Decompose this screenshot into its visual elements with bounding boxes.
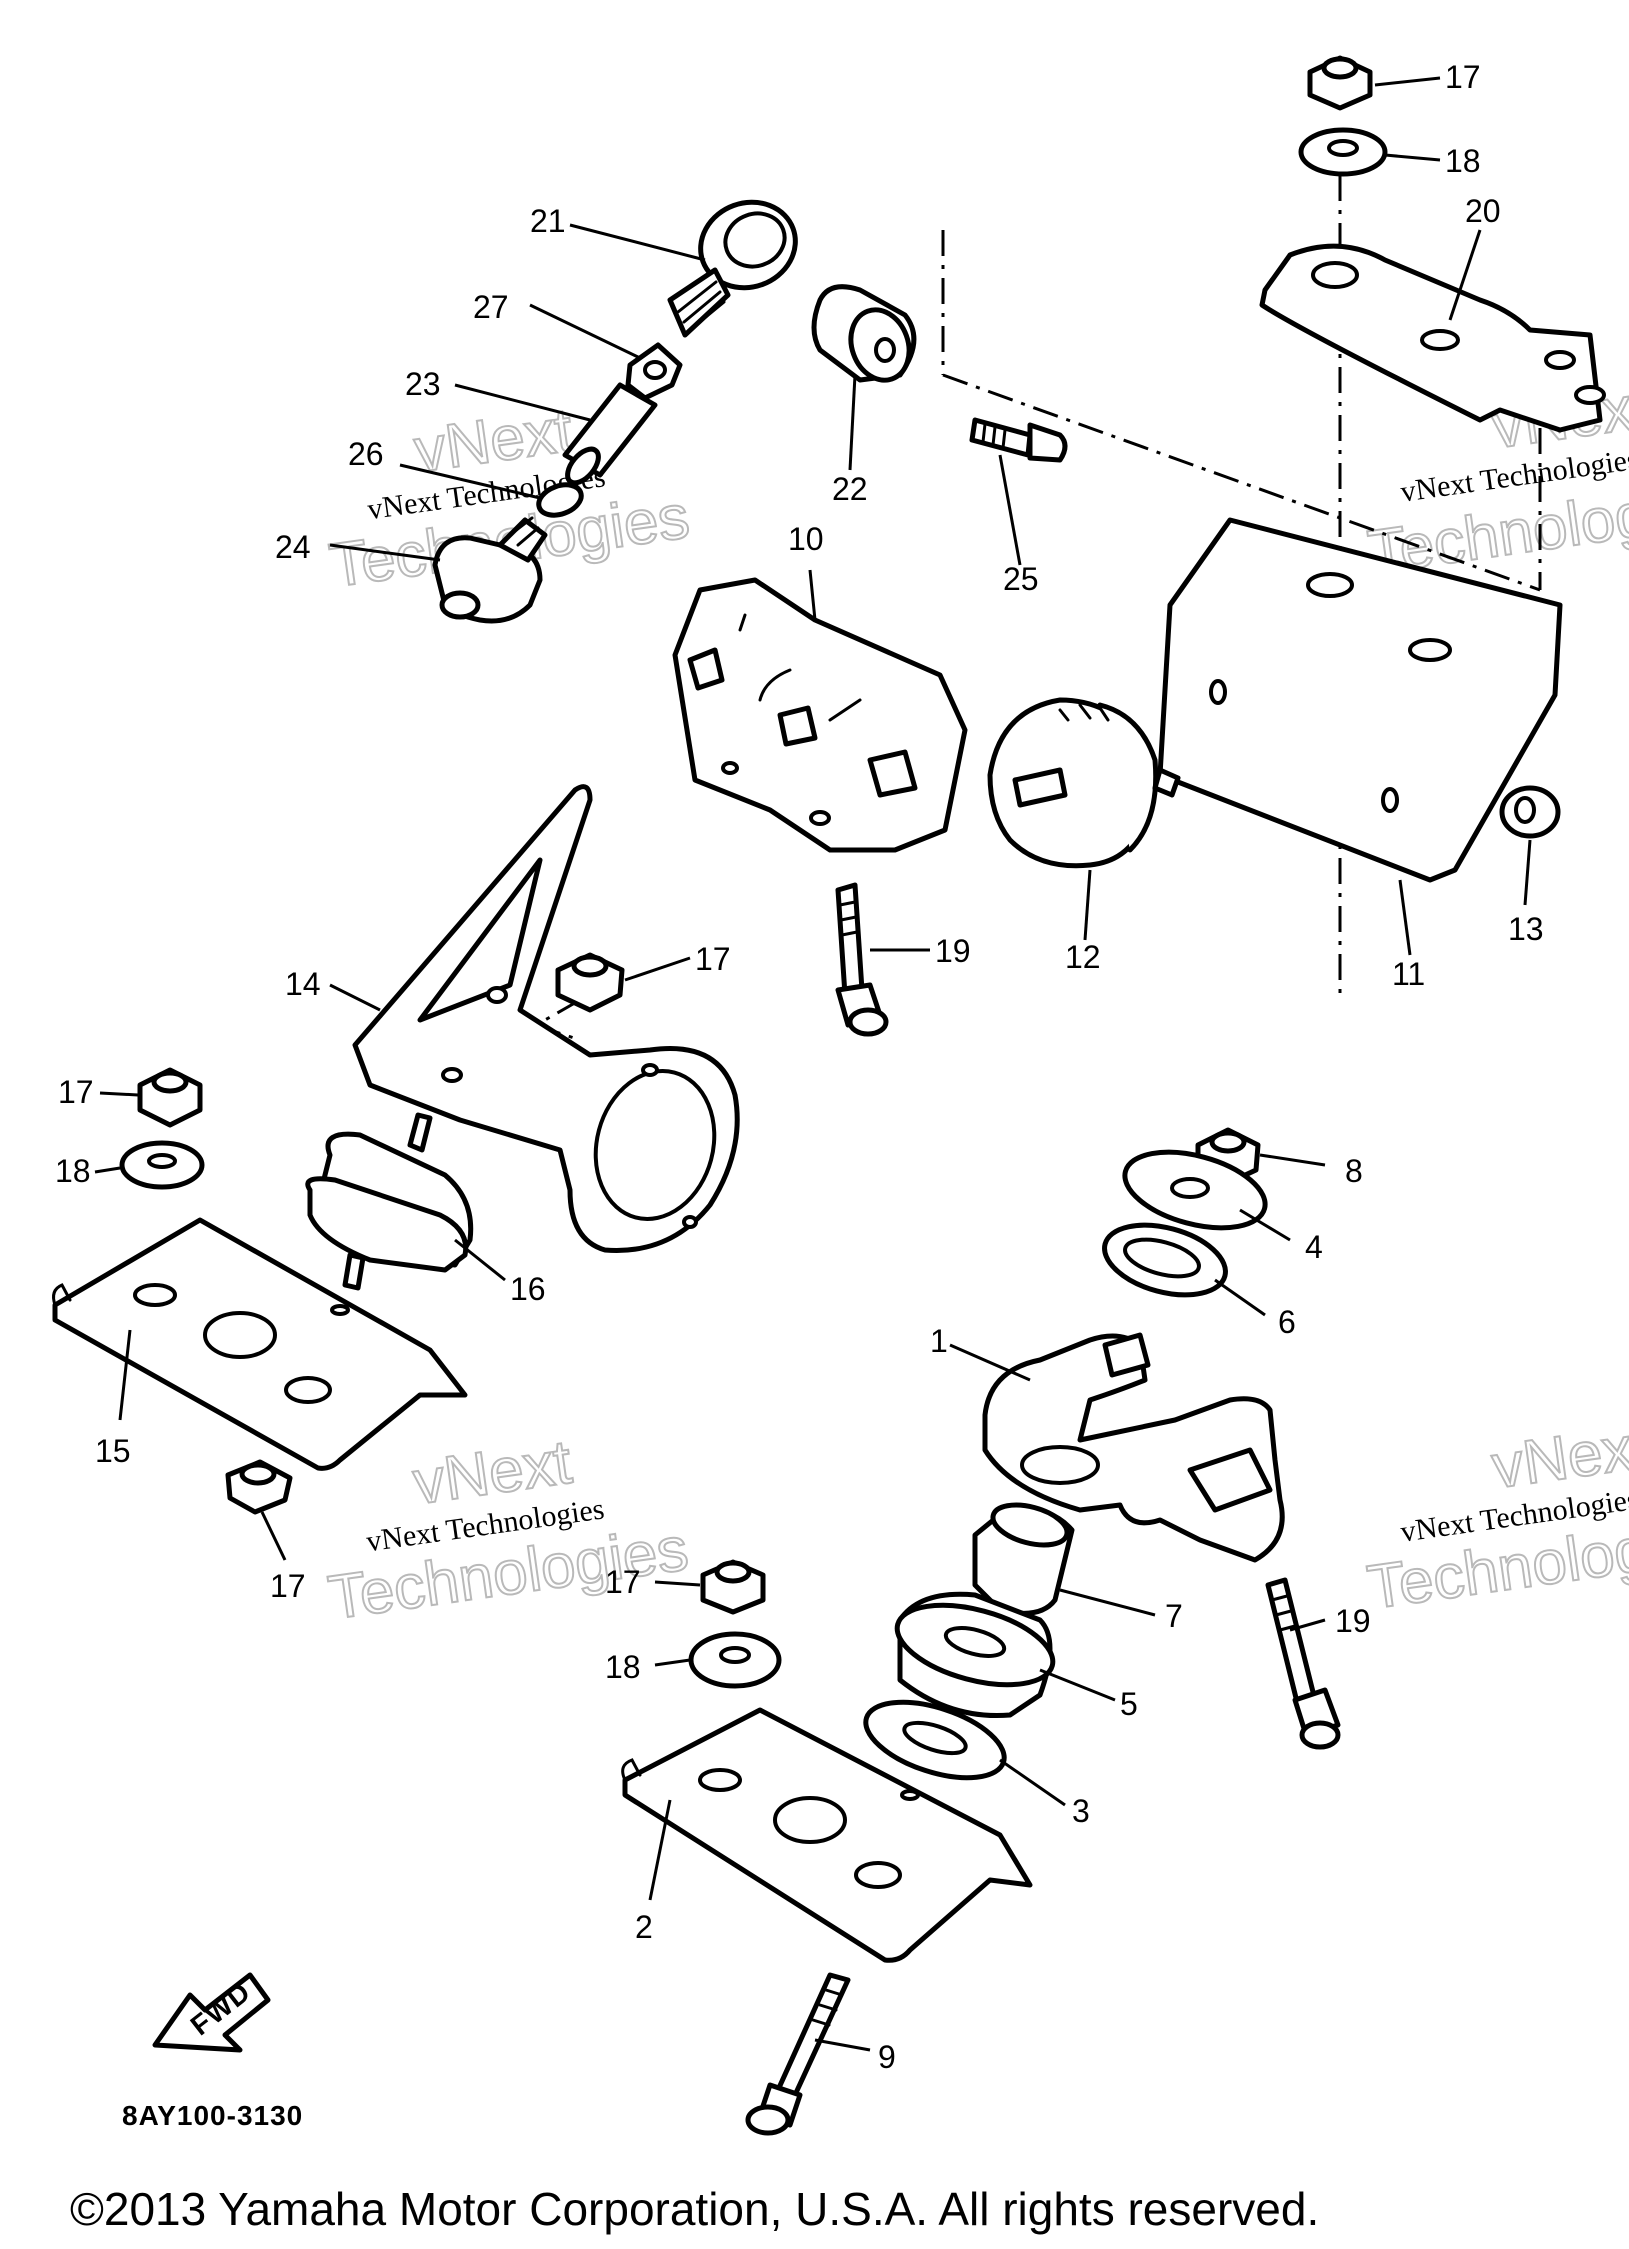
callout-14: 14	[285, 966, 321, 1002]
part-18-washer-left	[119, 1140, 205, 1190]
copyright-notice: ©2013 Yamaha Motor Corporation, U.S.A. A…	[70, 2183, 1319, 2235]
watermark-mid-left: vNext Technologies vNext Technologies	[323, 1427, 693, 1634]
part-12-rubber-mount	[987, 697, 1181, 869]
part-13-grommet	[1499, 785, 1561, 839]
callout-19-right: 19	[1335, 1603, 1371, 1639]
callout-23: 23	[405, 366, 441, 402]
part-25-bolt	[969, 417, 1068, 463]
part-10-plate	[672, 577, 968, 853]
callout-18-left: 18	[55, 1153, 91, 1189]
callout-13: 13	[1508, 911, 1544, 947]
part-2-plate	[621, 1707, 1033, 1963]
part-22-bush	[811, 284, 917, 383]
fwd-arrow-icon: FWD	[152, 1972, 271, 2053]
callout-9: 9	[878, 2039, 896, 2075]
watermark-mid-right: vNext Technologies vNext Technologies	[1362, 1411, 1629, 1624]
part-27-nut	[625, 342, 683, 401]
callout-16: 16	[510, 1271, 546, 1307]
part-4-washer	[1122, 1149, 1268, 1231]
callout-4: 4	[1305, 1229, 1323, 1265]
callout-17-lower-left: 17	[270, 1568, 306, 1604]
part-5-damper	[894, 1591, 1056, 1719]
callout-11: 11	[1392, 956, 1425, 992]
callout-22: 22	[832, 471, 868, 507]
part-15-plate	[52, 1217, 468, 1471]
callout-17-lower: 17	[605, 1564, 641, 1600]
part-1-arm	[982, 1332, 1285, 1563]
callout-7: 7	[1165, 1598, 1183, 1634]
callout-20: 20	[1465, 193, 1501, 229]
part-21-rod-end	[667, 199, 798, 338]
part-7-sleeve	[972, 1502, 1075, 1616]
part-9-bolt	[745, 1972, 851, 2136]
part-11-cover	[1157, 517, 1563, 883]
part-17-nut-top	[1307, 55, 1373, 111]
callout-15: 15	[95, 1433, 131, 1469]
callout-26: 26	[348, 436, 384, 472]
callout-3: 3	[1072, 1793, 1090, 1829]
drawing-code: 8AY100-3130	[122, 2100, 303, 2131]
callout-18-lower: 18	[605, 1649, 641, 1685]
callout-10: 10	[788, 521, 824, 557]
part-17-nut-lower-left	[225, 1459, 293, 1515]
part-19-bolt-upper	[835, 882, 889, 1037]
callout-18: 18	[1445, 143, 1481, 179]
part-18-washer-top	[1298, 127, 1388, 177]
part-17-nut-mid	[555, 952, 625, 1013]
callout-17-left: 17	[58, 1074, 94, 1110]
leader-lines	[94, 76, 1532, 2052]
part-23-rod	[562, 382, 658, 486]
callout-27: 27	[473, 289, 509, 325]
part-14-bracket	[352, 784, 740, 1253]
part-24-bolt	[432, 516, 548, 624]
callout-25: 25	[1003, 561, 1039, 597]
callout-labels: 17 18 20 21 27 23 26 24 22 25 10 11 13 1…	[55, 59, 1544, 2075]
callout-1: 1	[930, 1323, 948, 1359]
callout-19-upper: 19	[935, 933, 971, 969]
callout-12: 12	[1065, 939, 1101, 975]
part-18-washer-lower	[688, 1631, 782, 1689]
callout-17-mid: 17	[695, 941, 731, 977]
callout-17: 17	[1445, 59, 1481, 95]
callout-8: 8	[1345, 1153, 1363, 1189]
part-26-washer	[536, 482, 584, 518]
callout-2: 2	[635, 1909, 653, 1945]
part-19-bolt-right	[1265, 1577, 1341, 1750]
callout-21: 21	[530, 203, 566, 239]
part-17-nut-lower	[700, 1559, 766, 1615]
part-17-nut-left	[137, 1067, 203, 1128]
callout-24: 24	[275, 529, 311, 565]
part-16-damper	[305, 1112, 474, 1291]
part-6-ring	[1102, 1222, 1228, 1298]
part-20-bracket	[1259, 243, 1606, 433]
callout-6: 6	[1278, 1304, 1296, 1340]
callout-5: 5	[1120, 1686, 1138, 1722]
